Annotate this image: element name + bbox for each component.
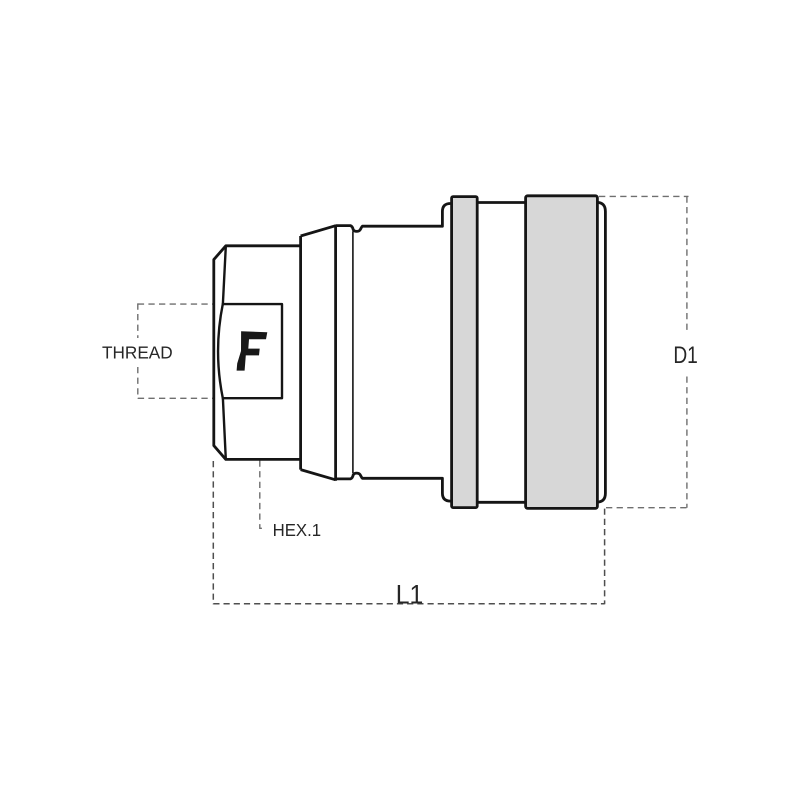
- svg-text:D1: D1: [673, 342, 698, 369]
- svg-text:THREAD: THREAD: [102, 343, 173, 363]
- svg-text:HEX.1: HEX.1: [273, 520, 322, 540]
- svg-text:L1: L1: [396, 579, 424, 609]
